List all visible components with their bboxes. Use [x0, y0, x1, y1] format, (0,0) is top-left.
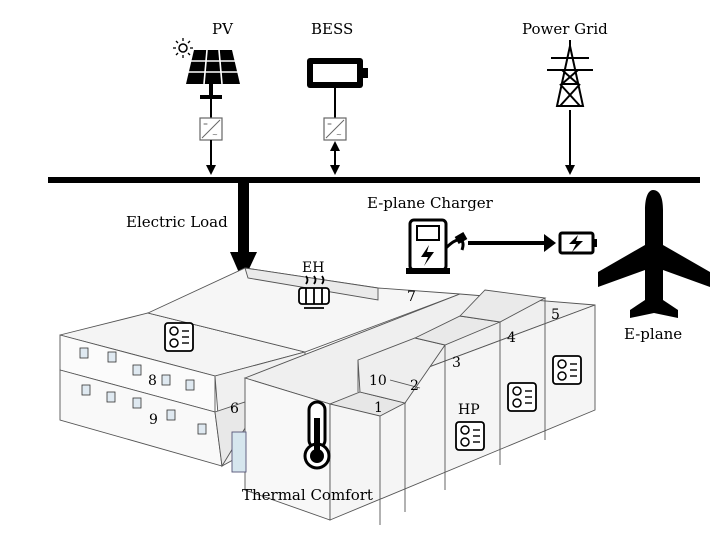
svg-text:~: ~: [212, 131, 218, 139]
zone-1-label: 1: [374, 400, 383, 416]
eplane-label: E-plane: [624, 325, 682, 343]
grid-label: Power Grid: [522, 20, 608, 38]
hp-label: HP: [458, 402, 480, 418]
pylon-icon: [547, 40, 593, 107]
svg-text:=: =: [327, 121, 332, 128]
pv-label: PV: [212, 20, 234, 38]
heat-pump-roof-icon: [164, 322, 194, 352]
thermal-comfort-label: Thermal Comfort: [242, 486, 373, 504]
bess-label: BESS: [311, 20, 353, 38]
zone-8-label: 8: [148, 373, 157, 389]
electric-load-label: Electric Load: [126, 213, 228, 231]
sun-icon: [173, 38, 193, 58]
thermometer-icon: [303, 400, 331, 470]
zone-5-label: 5: [551, 307, 560, 323]
svg-text:=: =: [203, 121, 208, 128]
pv-inverter-icon: = ~: [199, 117, 223, 141]
heat-pump-icon-2: [507, 382, 537, 412]
charger-label: E-plane Charger: [367, 194, 494, 212]
zone-7-label: 7: [407, 289, 416, 305]
zone-10-label: 10: [369, 373, 387, 389]
charger-icon: [406, 218, 468, 274]
heat-pump-icon: [455, 421, 485, 451]
electric-load-arrow: [238, 183, 249, 253]
zone-9-label: 9: [149, 412, 158, 428]
airplane-icon: [598, 190, 710, 318]
eplane-battery-icon: [558, 231, 597, 255]
zone-6-label: 6: [230, 401, 239, 417]
svg-text:~: ~: [336, 131, 342, 139]
eh-label: EH: [302, 260, 324, 276]
building-drawing: [59, 267, 596, 525]
heat-pump-icon-3: [552, 355, 582, 385]
power-bus-line: [48, 177, 700, 183]
electric-heater-icon: [298, 275, 330, 309]
battery-icon: [307, 58, 368, 88]
zone-4-label: 4: [507, 330, 516, 346]
zone-2-label: 2: [410, 378, 419, 394]
building-windows: [79, 347, 207, 435]
bess-inverter-icon: = ~: [323, 117, 347, 141]
solar-panel-icon: [186, 49, 240, 99]
zone-3-label: 3: [452, 355, 461, 371]
